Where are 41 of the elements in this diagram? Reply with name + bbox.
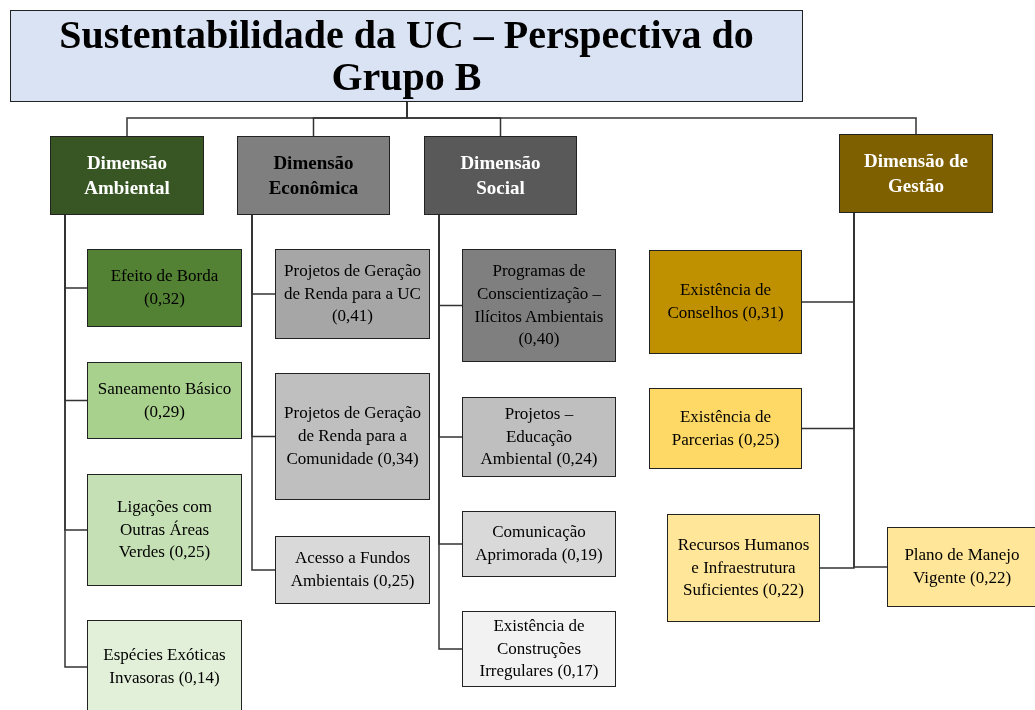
indicator-label: Existência de Parcerias (0,25): [670, 405, 781, 451]
indicator-label: Plano de Manejo Vigente (0,22): [903, 544, 1021, 589]
dimension-label: Dimensão Social: [459, 150, 542, 200]
title-text: Sustentabilidade da UC – Perspectiva do Grupo B: [58, 14, 755, 98]
indicator-label: Projetos – Educação Ambiental (0,24): [479, 402, 599, 471]
indicator-label: Acesso a Fundos Ambientais (0,25): [289, 547, 416, 592]
connector-line: [251, 214, 276, 571]
indicator-box: [887, 527, 1035, 607]
indicator-label: Recursos Humanos e Infraestrutura Suficientes (0,22): [676, 533, 811, 602]
indicator-label: Existência de Construções Irregulares (0,17): [478, 614, 600, 683]
indicator-box: [462, 511, 616, 577]
indicator-label: Comunicação Aprimorada (0,19): [474, 521, 604, 566]
indicator-box: [275, 373, 430, 500]
indicator-label: Efeito de Borda (0,32): [109, 265, 220, 310]
indicator-box: [462, 611, 616, 687]
dimension-box: [237, 136, 390, 215]
indicator-box: [87, 249, 242, 327]
dimension-label: Dimensão Ambiental: [83, 150, 171, 200]
dimension-label: Dimensão Econômica: [267, 150, 360, 200]
dimension-box: [424, 136, 577, 215]
indicator-box: [667, 514, 820, 622]
indicator-box: [275, 536, 430, 604]
indicator-label: Existência de Conselhos (0,31): [666, 279, 785, 324]
indicator-label: Programas de Conscientização – Ilícitos Ambientais (0,40): [473, 259, 605, 351]
indicator-box: [649, 388, 802, 469]
indicator-box: [462, 397, 616, 477]
indicator-box: [275, 249, 430, 339]
indicator-box: [87, 474, 242, 586]
title-box: [10, 10, 803, 102]
indicator-box: [87, 362, 242, 439]
indicator-box: [462, 249, 616, 362]
dimension-box: [839, 134, 993, 213]
indicator-label: Projetos de Geração de Renda para a UC (0,41): [284, 259, 421, 328]
indicator-box: [87, 620, 242, 710]
indicator-box: [649, 250, 802, 354]
dimension-box: [50, 136, 204, 215]
indicator-label: Projetos de Geração de Renda para a Comunidade (0,34): [284, 402, 421, 470]
indicator-label: Saneamento Básico (0,29): [96, 377, 233, 423]
indicator-label: Ligações com Outras Áreas Verdes (0,25): [116, 495, 213, 564]
dimension-label: Dimensão de Gestão: [863, 148, 969, 198]
indicator-label: Espécies Exóticas Invasoras (0,14): [102, 644, 227, 689]
